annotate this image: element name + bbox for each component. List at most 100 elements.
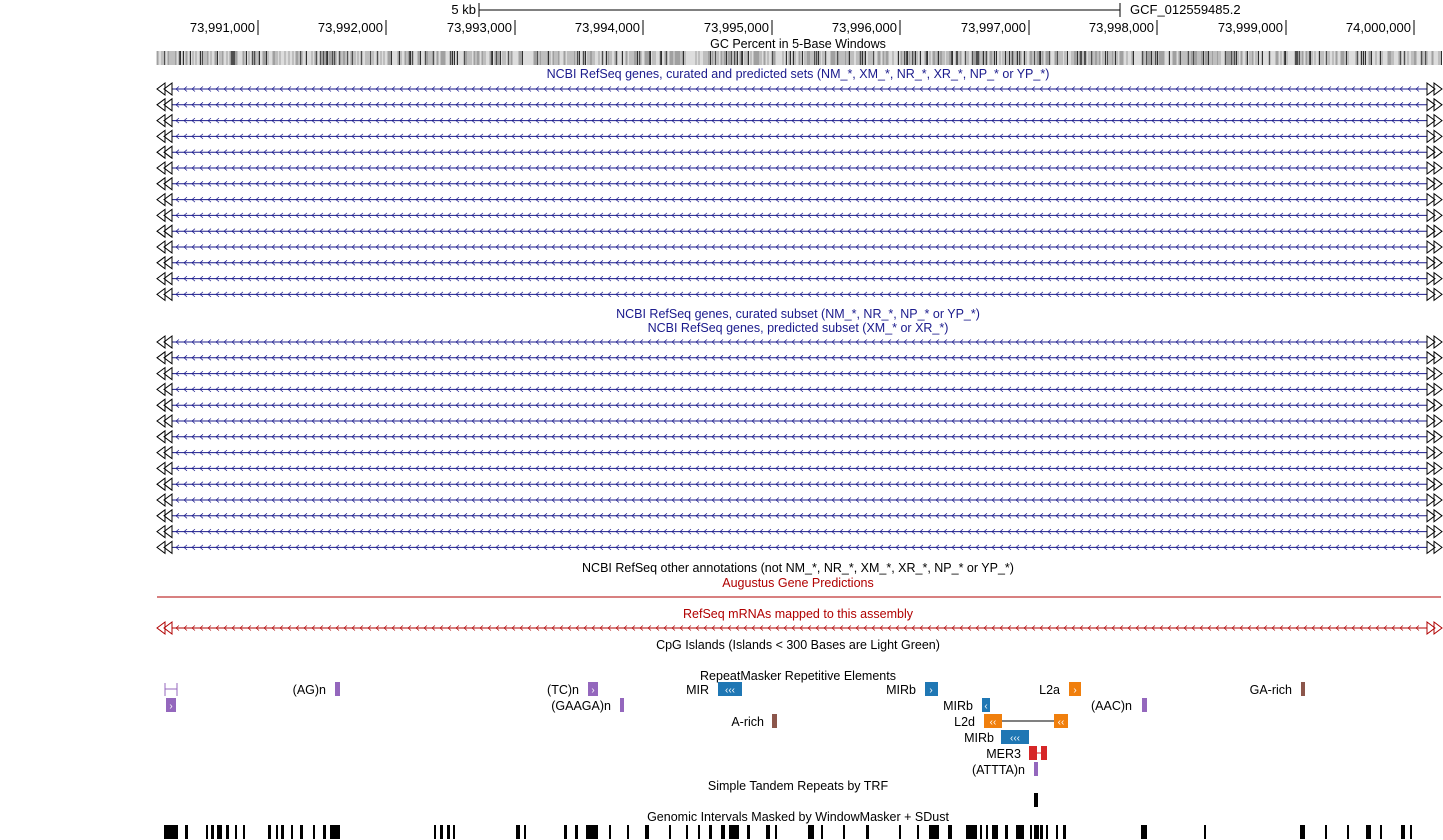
masked-interval[interactable] [291,825,293,839]
right-continuation-icon[interactable] [1426,240,1443,254]
refseq-predicted-gene-row[interactable] [156,366,1443,381]
windowmasker-track[interactable] [164,825,1412,839]
refseq-all-track[interactable] [156,82,1443,302]
masked-interval[interactable] [747,825,750,839]
masked-interval[interactable] [235,825,237,839]
right-continuation-icon[interactable] [1426,524,1443,539]
right-continuation-icon[interactable] [1426,461,1443,476]
rmsk-element-simple[interactable] [166,698,176,712]
left-continuation-icon[interactable] [156,398,173,413]
masked-interval[interactable] [164,825,178,839]
left-continuation-icon[interactable] [156,97,173,112]
right-continuation-icon[interactable] [1426,192,1443,207]
masked-interval[interactable] [609,825,611,839]
masked-interval[interactable] [669,825,671,839]
right-continuation-icon[interactable] [1426,129,1443,144]
left-continuation-icon[interactable] [156,335,173,349]
left-continuation-icon[interactable] [156,82,173,96]
left-continuation-icon[interactable] [156,429,173,444]
masked-interval[interactable] [206,825,208,839]
refseq-predicted-gene-row[interactable] [156,508,1443,523]
refseq-gene-row[interactable] [156,97,1443,112]
refseq-gene-row[interactable] [156,145,1443,160]
refseq-gene-row[interactable] [156,192,1443,207]
masked-interval[interactable] [1141,825,1147,839]
right-continuation-icon[interactable] [1426,350,1443,365]
masked-interval[interactable] [516,825,520,839]
masked-interval[interactable] [1040,825,1043,839]
right-continuation-icon[interactable] [1426,445,1443,460]
refseq-gene-row[interactable] [156,224,1443,239]
right-continuation-icon[interactable] [1426,208,1443,223]
masked-interval[interactable] [775,825,777,839]
masked-interval[interactable] [1300,825,1305,839]
right-continuation-icon[interactable] [1426,382,1443,397]
masked-interval[interactable] [434,825,436,839]
trf-track-title[interactable]: Simple Tandem Repeats by TRF [708,779,889,793]
masked-interval[interactable] [1005,825,1008,839]
gc-percent-track-title[interactable]: GC Percent in 5-Base Windows [710,37,886,51]
left-continuation-icon[interactable] [156,129,173,144]
left-continuation-icon[interactable] [156,208,173,223]
left-continuation-icon[interactable] [156,224,173,239]
refseq-gene-row[interactable] [156,176,1443,191]
masked-interval[interactable] [211,825,214,839]
masked-interval[interactable] [766,825,770,839]
refseq-gene-row[interactable] [156,129,1443,144]
masked-interval[interactable] [575,825,578,839]
rmsk-track[interactable]: (AG)n (TC)n MIR MIRb L2a GA-rich (GAAGA)… [164,682,1305,777]
refseq-predicted-gene-row[interactable] [156,414,1443,428]
masked-interval[interactable] [1204,825,1206,839]
refseq-predicted-gene-row[interactable] [156,382,1443,397]
masked-interval[interactable] [843,825,845,839]
masked-interval[interactable] [313,825,315,839]
left-continuation-icon[interactable] [156,508,173,523]
left-continuation-icon[interactable] [156,176,173,191]
base-position-ruler[interactable]: 73,991,000 73,992,000 73,993,000 73,994,… [190,20,1415,35]
refseq-mrna-track-title[interactable]: RefSeq mRNAs mapped to this assembly [683,607,914,621]
left-continuation-icon[interactable] [156,366,173,381]
rmsk-element-line[interactable] [1069,682,1081,696]
refseq-predicted-gene-row[interactable] [156,429,1443,444]
masked-interval[interactable] [185,825,188,839]
rmsk-element-sine[interactable] [925,682,938,696]
right-continuation-icon[interactable] [1426,540,1443,555]
masked-interval[interactable] [1063,825,1066,839]
refseq-curated-track-title[interactable]: NCBI RefSeq genes, curated subset (NM_*,… [616,307,980,321]
refseq-predicted-gene-row[interactable] [156,524,1443,539]
refseq-gene-row[interactable] [156,271,1443,286]
masked-interval[interactable] [1325,825,1327,839]
left-continuation-icon[interactable] [156,161,173,175]
left-continuation-icon[interactable] [156,271,173,286]
masked-interval[interactable] [929,825,939,839]
masked-interval[interactable] [627,825,629,839]
right-continuation-icon[interactable] [1426,398,1443,413]
masked-interval[interactable] [686,825,688,839]
refseq-predicted-gene-row[interactable] [156,493,1443,507]
masked-interval[interactable] [300,825,303,839]
right-continuation-icon[interactable] [1426,145,1443,160]
rmsk-element-simple[interactable] [588,682,598,696]
masked-interval[interactable] [966,825,977,839]
refseq-gene-row[interactable] [156,82,1443,96]
masked-interval[interactable] [866,825,869,839]
augustus-track-title[interactable]: Augustus Gene Predictions [722,576,873,590]
masked-interval[interactable] [1016,825,1024,839]
masked-interval[interactable] [243,825,245,839]
right-continuation-icon[interactable] [1426,161,1443,175]
rmsk-element-dna[interactable] [1029,746,1037,760]
left-continuation-icon[interactable] [156,493,173,507]
masked-interval[interactable] [453,825,455,839]
refseq-gene-row[interactable] [156,208,1443,223]
refseq-predicted-track-title[interactable]: NCBI RefSeq genes, predicted subset (XM_… [648,321,949,335]
rmsk-element-simple[interactable] [1034,762,1038,776]
masked-interval[interactable] [1056,825,1058,839]
left-continuation-icon[interactable] [156,145,173,160]
masked-interval[interactable] [447,825,450,839]
masked-interval[interactable] [268,825,271,839]
right-continuation-icon[interactable] [1426,429,1443,444]
left-continuation-icon[interactable] [156,350,173,365]
right-continuation-icon[interactable] [1426,97,1443,112]
left-continuation-icon[interactable] [156,445,173,460]
